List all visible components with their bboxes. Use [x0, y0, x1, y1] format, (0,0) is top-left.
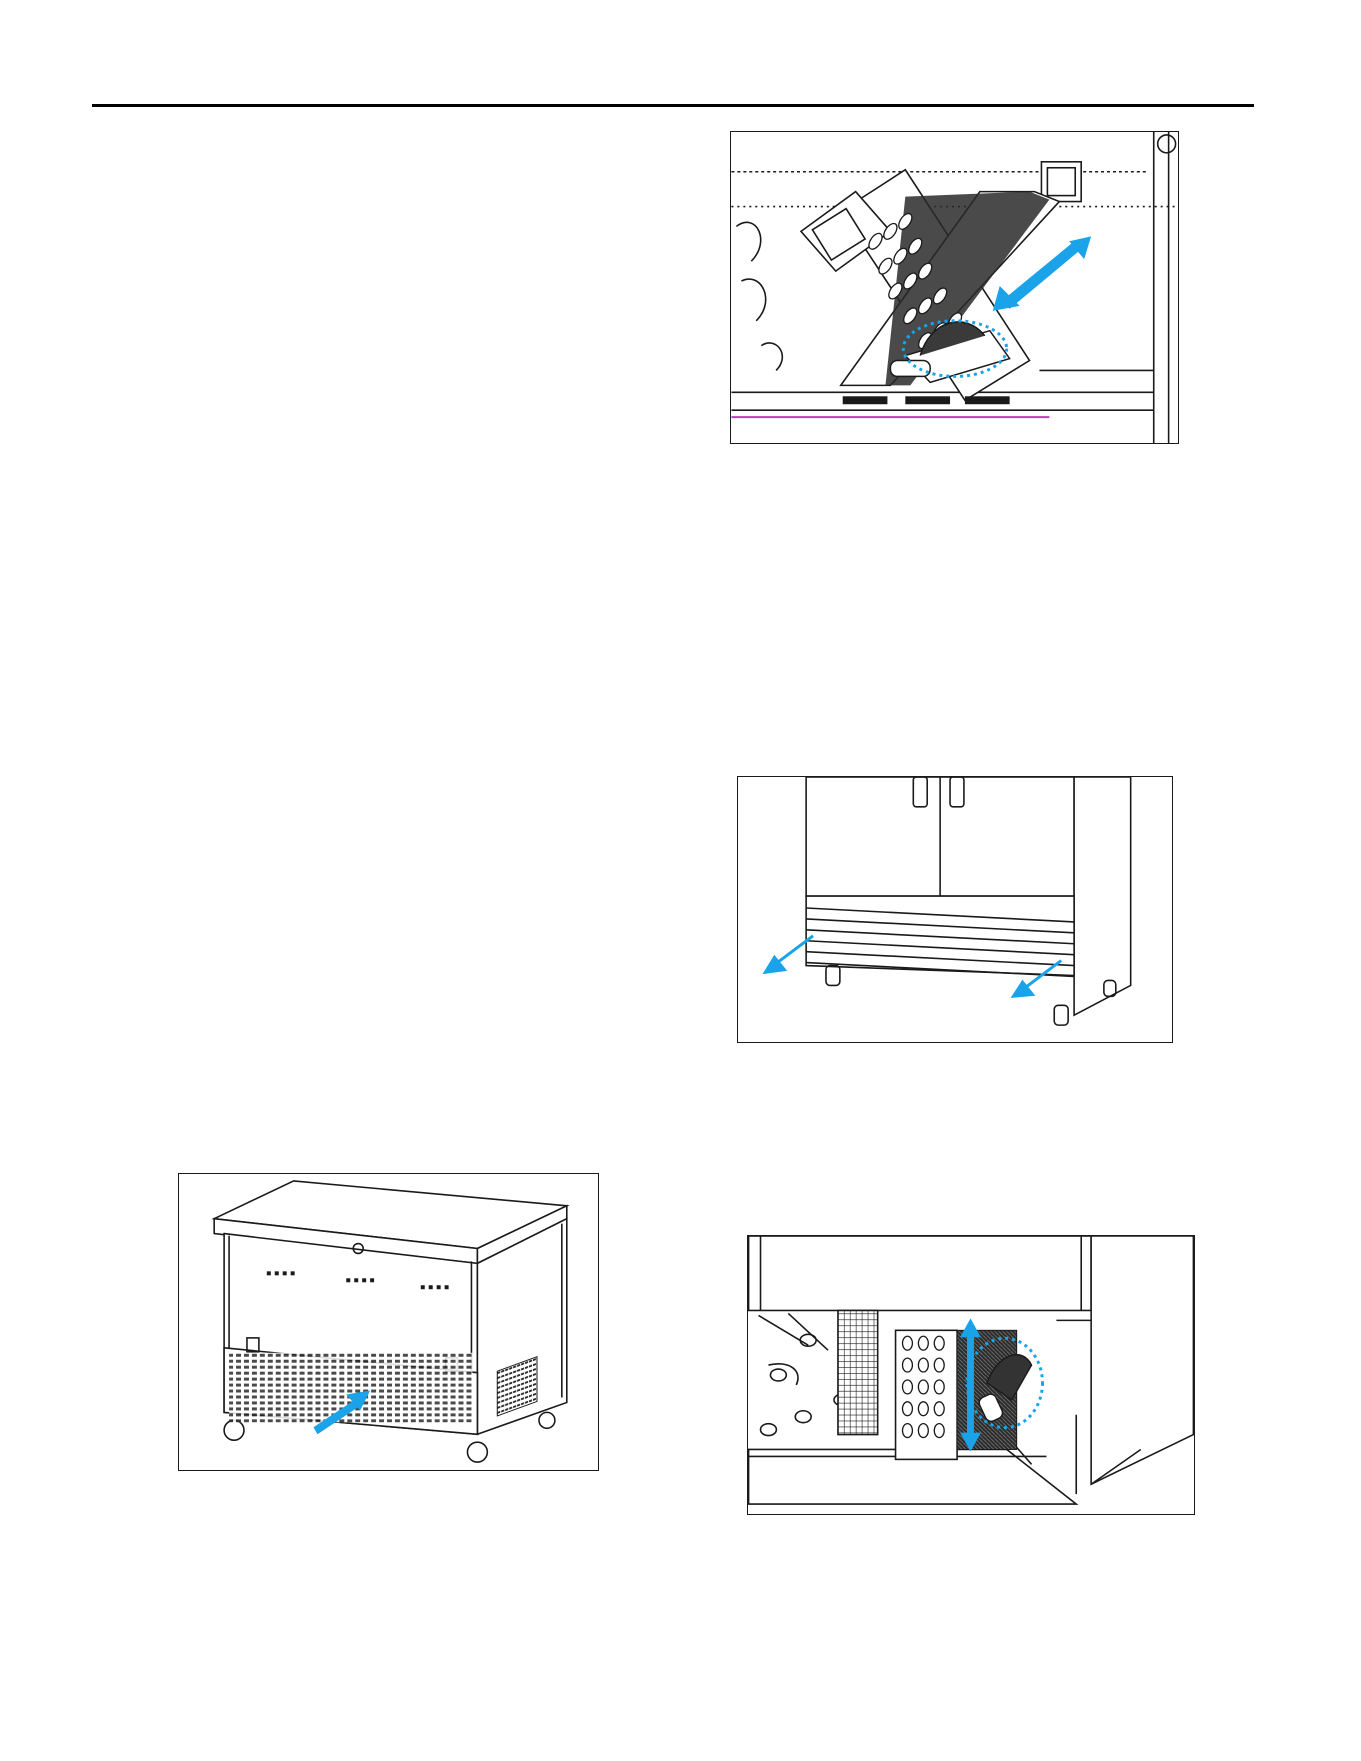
undercounter-louver-removal-figure [178, 1173, 599, 1471]
condenser-coil-brush-figure [747, 1235, 1195, 1515]
condenser-brush-cleaning-figure [730, 131, 1179, 444]
condenser-brush-cleaning-illustration [731, 132, 1178, 443]
grill-removal-figure [737, 776, 1173, 1043]
grill-removal-illustration [738, 777, 1172, 1042]
condenser-coil-brush-illustration [748, 1236, 1194, 1514]
undercounter-louver-removal-illustration [179, 1174, 598, 1470]
header-rule [92, 104, 1254, 107]
